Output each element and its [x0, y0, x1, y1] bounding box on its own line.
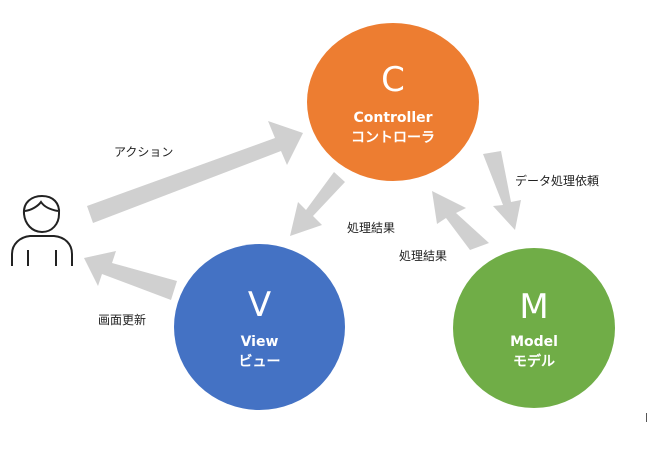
- model-name-en: Model: [510, 334, 558, 350]
- controller-name-ja: コントローラ: [351, 130, 435, 146]
- view-letter: V: [247, 285, 272, 325]
- model-to-controller-arrow: [432, 191, 489, 250]
- model-to-controller-label: 処理結果: [399, 249, 448, 263]
- edge-mark: [646, 413, 647, 422]
- data-request-label: データ処理依頼: [515, 174, 600, 188]
- controller-to-view-arrow: [290, 172, 345, 236]
- controller-to-view-label: 処理結果: [347, 221, 396, 235]
- model-node: M Model モデル: [453, 248, 615, 408]
- data-request-arrow: [483, 151, 521, 230]
- controller-name-en: Controller: [353, 110, 433, 126]
- model-name-ja: モデル: [513, 354, 555, 370]
- action-arrow: [87, 121, 303, 223]
- model-letter: M: [519, 287, 549, 327]
- screen-update-arrow: [84, 251, 177, 300]
- view-node: V View ビュー: [174, 244, 345, 410]
- view-name-ja: ビュー: [238, 354, 281, 370]
- action-label: アクション: [114, 145, 174, 159]
- person-icon: [8, 194, 80, 274]
- screen-update-label: 画面更新: [98, 313, 147, 327]
- controller-node: C Controller コントローラ: [307, 23, 479, 181]
- controller-letter: C: [381, 60, 405, 100]
- view-name-en: View: [240, 334, 279, 350]
